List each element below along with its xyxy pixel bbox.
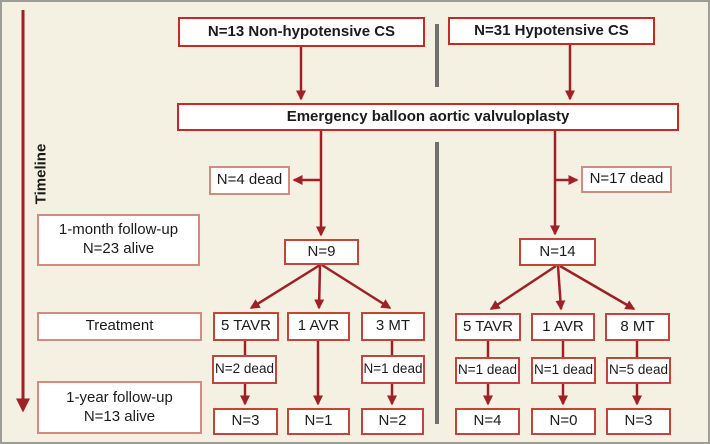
arrow-procedure-to-n9 [292, 131, 326, 237]
right-treatment-tavr-label: 5 TAVR [462, 317, 514, 335]
left-tavr-deaths-box: N=2 dead [212, 355, 277, 384]
right-tavr-alive-label: N=4 [473, 412, 502, 430]
right-mt-alive-box: N=3 [606, 408, 671, 435]
cohort-hypotensive-label: N=31 Hypotensive CS [474, 21, 629, 39]
left-treatment-tavr-label: 5 TAVR [220, 317, 272, 335]
stage-treatment-box: Treatment [37, 312, 202, 341]
right-tavr-deaths-label: N=1 dead [458, 362, 517, 378]
left-mt-alive-label: N=2 [378, 412, 407, 430]
right-early-deaths-label: N=17 dead [589, 170, 664, 188]
right-early-deaths-box: N=17 dead [581, 166, 672, 193]
left-treatment-tavr-box: 5 TAVR [213, 312, 279, 341]
left-mt-deaths-label: N=1 dead [363, 361, 423, 377]
right-treatment-mt-label: 8 MT [620, 317, 655, 335]
left-mt-deaths-box: N=1 dead [361, 355, 425, 384]
stage-treatment-label: Treatment [85, 317, 154, 335]
left-treatment-mt-label: 3 MT [375, 317, 411, 335]
cohort-non-hypotensive-label: N=13 Non-hypotensive CS [207, 22, 396, 40]
left-tavr-deaths-label: N=2 dead [215, 361, 274, 377]
right-tavr-alive-box: N=4 [455, 408, 520, 435]
left-tavr-alive-box: N=3 [213, 408, 278, 435]
left-early-deaths-label: N=4 dead [216, 171, 283, 189]
stage-one-year-line1: 1-year follow-up [66, 388, 173, 406]
right-treatment-mt-box: 8 MT [605, 313, 670, 341]
right-mt-deaths-label: N=5 dead [609, 362, 668, 378]
right-mt-deaths-box: N=5 dead [606, 357, 671, 384]
right-survivors-1mo-label: N=14 [539, 242, 576, 260]
right-survivors-1mo-box: N=14 [519, 238, 596, 266]
timeline-label: Timeline [32, 143, 50, 205]
left-avr-alive-box: N=1 [287, 408, 350, 435]
left-survivors-1mo-box: N=9 [284, 239, 359, 265]
stage-one-year-line2: N=13 alive [83, 407, 156, 425]
right-treatment-avr-label: 1 AVR [542, 317, 584, 335]
arrows-n9-fanout [249, 263, 392, 310]
left-tavr-alive-label: N=3 [231, 412, 260, 430]
left-mt-alive-box: N=2 [361, 408, 424, 435]
arrow-procedure-to-n14 [550, 131, 579, 236]
left-treatment-avr-box: 1 AVR [287, 312, 350, 341]
left-survivors-1mo-label: N=9 [307, 242, 336, 260]
left-treatment-avr-label: 1 AVR [297, 317, 340, 335]
right-avr-deaths-label: N=1 dead [534, 362, 593, 378]
stage-one-month-box: 1-month follow-up N=23 alive [37, 214, 200, 266]
arrows-n14-fanout [489, 264, 636, 311]
left-avr-alive-label: N=1 [304, 412, 333, 430]
right-mt-alive-label: N=3 [624, 412, 653, 430]
procedure-label: Emergency balloon aortic valvuloplasty [286, 107, 570, 125]
right-treatment-avr-box: 1 AVR [531, 313, 595, 341]
group-divider-bottom [435, 142, 439, 424]
cohort-hypotensive-box: N=31 Hypotensive CS [448, 17, 655, 45]
right-treatment-tavr-box: 5 TAVR [455, 313, 521, 341]
right-avr-deaths-box: N=1 dead [531, 357, 596, 384]
cohort-non-hypotensive-box: N=13 Non-hypotensive CS [178, 17, 425, 47]
stage-one-year-box: 1-year follow-up N=13 alive [37, 381, 202, 434]
right-avr-alive-box: N=0 [531, 408, 596, 435]
group-divider-top [435, 24, 439, 87]
right-avr-alive-label: N=0 [549, 412, 578, 430]
left-early-deaths-box: N=4 dead [209, 166, 290, 195]
left-treatment-mt-box: 3 MT [361, 312, 425, 341]
stage-one-month-line1: 1-month follow-up [58, 221, 179, 239]
right-tavr-deaths-box: N=1 dead [455, 357, 520, 384]
stage-one-month-line2: N=23 alive [82, 240, 155, 257]
procedure-box: Emergency balloon aortic valvuloplasty [177, 103, 679, 131]
